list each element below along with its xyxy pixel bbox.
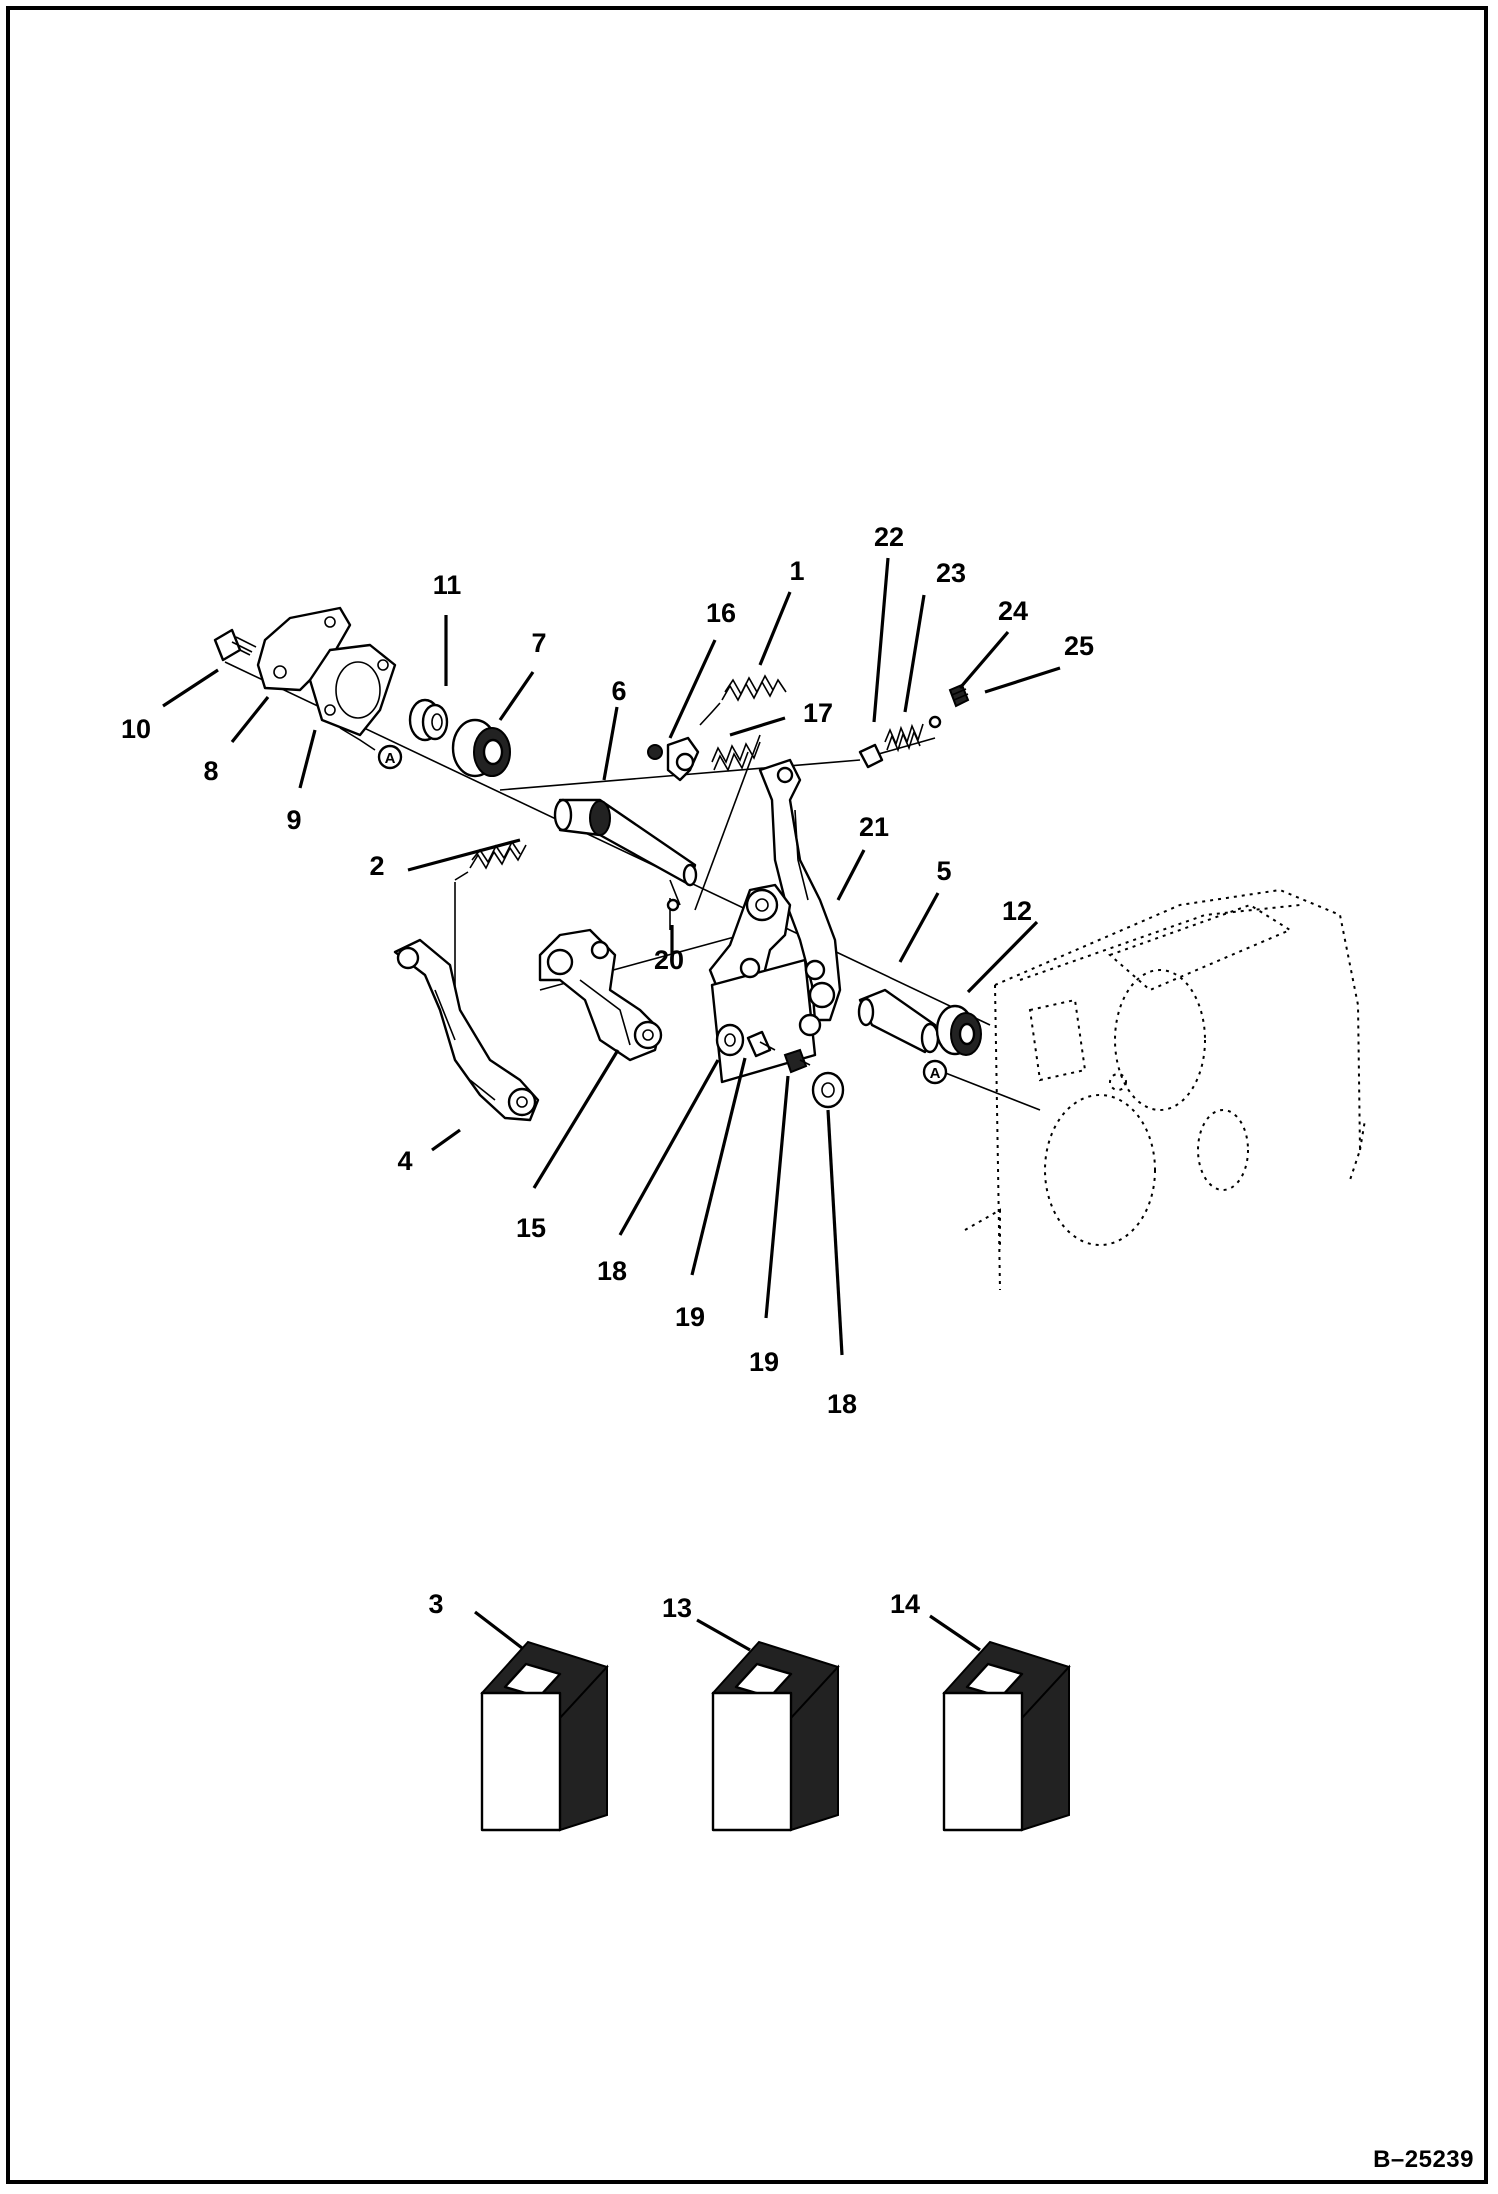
callout-12: 12	[1002, 896, 1032, 926]
reference-marker-a-left: A	[339, 727, 403, 770]
bolt-part-19-right	[783, 1048, 811, 1074]
pin-part-20	[666, 898, 680, 912]
plunger-part-22	[858, 743, 884, 769]
shaft-part-6	[553, 798, 698, 887]
callout-5: 5	[936, 856, 951, 886]
bearing-part-12	[935, 1004, 982, 1056]
main-lever-assembly	[708, 883, 826, 1084]
callout-7: 7	[531, 628, 546, 658]
spring-part-23	[884, 723, 924, 753]
callout-18-right: 18	[827, 1389, 857, 1419]
callout-1: 1	[789, 556, 804, 586]
callout-10: 10	[121, 714, 151, 744]
callout-16: 16	[706, 598, 736, 628]
bushing-part-11	[408, 698, 449, 742]
callout-25: 25	[1064, 631, 1094, 661]
drawing-number: B–25239	[1373, 2146, 1474, 2173]
reference-marker-a-right: A	[922, 1059, 948, 1085]
callout-13: 13	[662, 1593, 692, 1623]
callout-9: 9	[286, 805, 301, 835]
callout-8: 8	[203, 756, 218, 786]
callout-15: 15	[516, 1213, 546, 1243]
bearing-part-7	[451, 718, 511, 778]
shaft-axis	[224, 661, 1041, 1111]
callout-19-right: 19	[749, 1347, 779, 1377]
callout-19-left: 19	[675, 1302, 705, 1332]
lever-part-4	[393, 938, 540, 1122]
bushing-part-18-right	[811, 1071, 845, 1109]
spring-part-17	[711, 741, 761, 772]
gasket-part-9	[308, 643, 397, 737]
callout-2: 2	[369, 851, 384, 881]
retainer-part-16	[647, 736, 700, 782]
callout-17: 17	[803, 698, 833, 728]
kit-box-part-14	[942, 1640, 1071, 1832]
kit-box-part-3	[480, 1640, 609, 1832]
callout-11: 11	[433, 570, 462, 600]
spring-part-1	[699, 674, 787, 726]
bushing-part-18-left	[715, 1023, 745, 1057]
lever-arm-part-21	[758, 758, 842, 1022]
bracket-part-15	[538, 928, 663, 1062]
callout-23: 23	[936, 558, 966, 588]
callout-20: 20	[654, 945, 684, 975]
reference-letter-a-left: A	[385, 750, 396, 767]
kit-box-part-13	[711, 1640, 840, 1832]
callout-3: 3	[428, 1589, 443, 1619]
drawing-frame	[6, 6, 1488, 2184]
spacer-part-5	[857, 988, 940, 1054]
callout-14: 14	[890, 1589, 920, 1619]
bolt-part-10	[213, 628, 257, 662]
callout-21: 21	[859, 812, 889, 842]
ball-part-24	[928, 715, 942, 729]
callout-labels: 1 2 3 4 5 6 7 8 9 10 11 12 13 14 15 16 1…	[121, 522, 1094, 1623]
reference-letter-a-right: A	[930, 1065, 941, 1082]
leader-lines	[162, 557, 1061, 1652]
callout-4: 4	[397, 1146, 412, 1176]
bolt-part-19-left	[746, 1030, 776, 1058]
engine-block	[964, 888, 1366, 1291]
callout-22: 22	[874, 522, 904, 552]
plug-part-25	[948, 683, 970, 708]
callout-6: 6	[611, 676, 626, 706]
callout-18-left: 18	[597, 1256, 627, 1286]
callout-24: 24	[998, 596, 1028, 626]
